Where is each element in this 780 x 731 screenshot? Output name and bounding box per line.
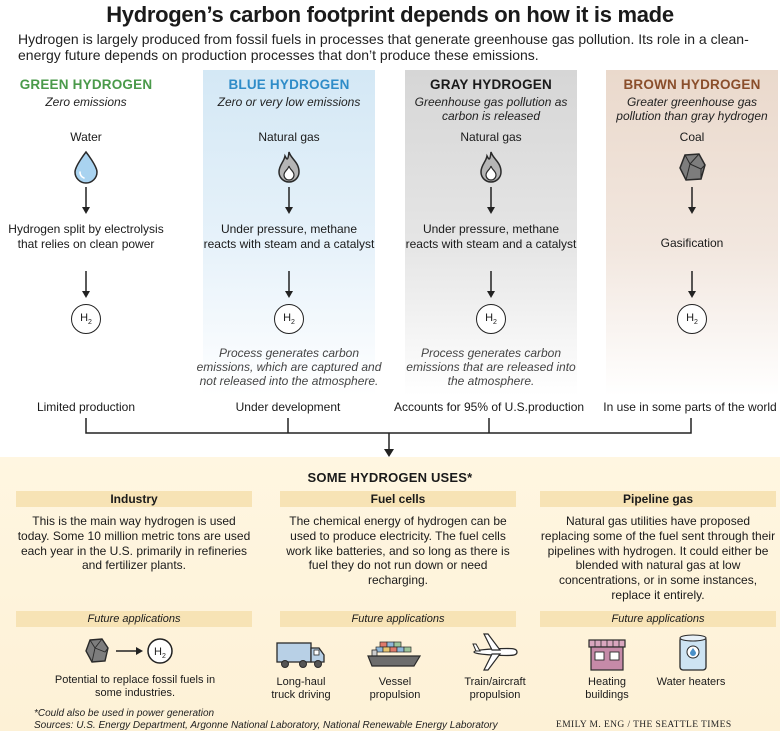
column-note: Process generates carbon emissions, whic… (196, 346, 382, 388)
gray-hydrogen-column: GRAY HYDROGEN Greenhouse gas pollution a… (405, 70, 577, 396)
use-description: Natural gas utilities have proposed repl… (540, 514, 776, 602)
hydrogen-h2-icon: H2 (677, 304, 707, 334)
airplane-icon (472, 633, 518, 671)
hydrogen-h2-icon: H2 (476, 304, 506, 334)
column-source: Natural gas (460, 130, 522, 144)
hydrogen-h2-icon: H2 (71, 304, 101, 334)
water-heater-icon (679, 634, 707, 671)
arrow-down-icon (285, 187, 293, 214)
app-label-replace-fossil-fuels: Potential to replace fossil fuels in som… (54, 674, 216, 699)
uses-title: SOME HYDROGEN USES* (307, 470, 473, 485)
column-heading: GRAY HYDROGEN (430, 77, 552, 92)
arrow-down-icon (82, 187, 90, 214)
water-drop-icon (74, 150, 98, 184)
column-source: Natural gas (258, 130, 320, 144)
arrow-down-icon (688, 187, 696, 214)
flame-icon (278, 151, 300, 183)
app-label-truck: Long-haul truck driving (271, 676, 331, 701)
app-label-water-heaters: Water heaters (656, 676, 726, 688)
status-label: In use in some parts of the world (603, 400, 777, 414)
use-description: This is the main way hydrogen is used to… (17, 514, 251, 573)
use-heading-pipeline-gas: Pipeline gas (540, 491, 776, 507)
status-label: Under development (235, 400, 341, 414)
page-title: Hydrogen’s carbon footprint depends on h… (106, 2, 674, 27)
column-source: Water (70, 130, 102, 144)
brown-hydrogen-column: BROWN HYDROGEN Greater greenhouse gas po… (606, 70, 778, 396)
intro-text: Hydrogen is largely produced from fossil… (18, 31, 749, 63)
column-process: Under pressure, methane reacts with stea… (203, 222, 375, 251)
ship-icon (367, 641, 422, 667)
column-subtitle: Zero or very low emissions (217, 95, 361, 109)
column-process: Gasification (660, 236, 724, 250)
arrow-down-icon (487, 271, 495, 298)
future-applications-label: Future applications (540, 611, 776, 627)
column-heading: BROWN HYDROGEN (623, 77, 761, 92)
column-subtitle: Greenhouse gas pollution as carbon is re… (414, 95, 568, 123)
future-applications-label: Future applications (16, 611, 252, 627)
flame-icon (480, 151, 502, 183)
arrow-down-icon (688, 271, 696, 298)
arrow-down-icon (285, 271, 293, 298)
status-label: Accounts for 95% of U.S.production (393, 400, 585, 414)
app-label-heating-buildings: Heating buildings (585, 676, 629, 701)
svg-text:2: 2 (162, 653, 166, 660)
column-process: Under pressure, methane reacts with stea… (405, 222, 577, 251)
use-heading-fuel-cells: Fuel cells (280, 491, 516, 507)
column-heading: BLUE HYDROGEN (228, 77, 350, 92)
coal-icon (679, 153, 706, 181)
column-source: Coal (679, 130, 705, 144)
footnote: *Could also be used in power generation … (34, 708, 498, 731)
arrow-down-icon (487, 187, 495, 214)
blue-hydrogen-column: BLUE HYDROGEN Zero or very low emissions… (197, 70, 381, 396)
column-heading: GREEN HYDROGEN (19, 77, 153, 92)
svg-text:H: H (154, 646, 162, 658)
credit: EMILY M. ENG / THE SEATTLE TIMES (556, 720, 732, 730)
column-process: Hydrogen split by electrolysis that reli… (8, 222, 164, 251)
footnote-power-generation: *Could also be used in power generation (34, 708, 215, 719)
arrow-down-icon (82, 271, 90, 298)
column-subtitle: Zero emissions (45, 95, 127, 109)
future-applications-label: Future applications (280, 611, 516, 627)
sources: Sources: U.S. Energy Department, Argonne… (34, 720, 498, 731)
column-subtitle: Greater greenhouse gas pollution than gr… (616, 95, 768, 123)
use-description: The chemical energy of hydrogen can be u… (286, 514, 510, 588)
status-label: Limited production (36, 400, 136, 414)
hydrogen-h2-icon: H2 (274, 304, 304, 334)
coal-to-hydrogen-icon: H 2 (85, 638, 173, 664)
green-hydrogen-column: GREEN HYDROGEN Zero emissions Water Hydr… (0, 70, 172, 396)
building-icon (588, 639, 626, 671)
truck-icon (276, 642, 325, 668)
app-label-vessel: Vessel propulsion (369, 676, 421, 701)
app-label-train-aircraft: Train/aircraft propulsion (464, 676, 526, 701)
use-heading-industry: Industry (16, 491, 252, 507)
column-note: Process generates carbon emissions that … (406, 346, 576, 388)
